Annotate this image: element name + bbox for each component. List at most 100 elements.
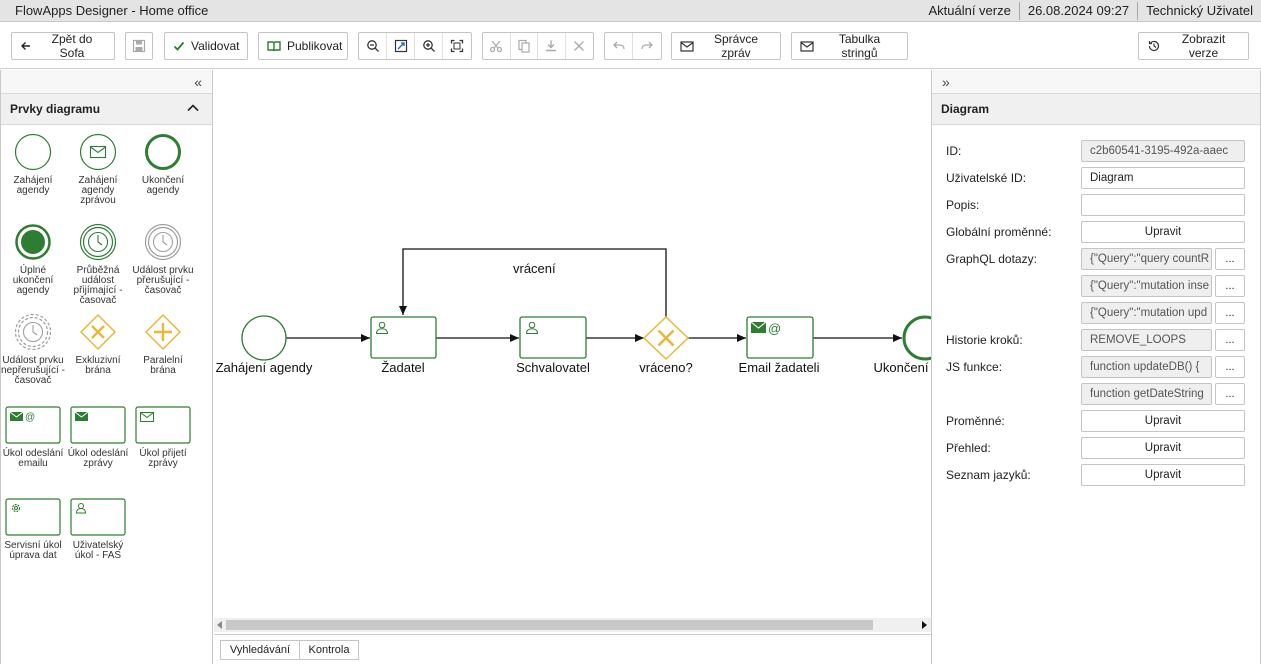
- expand-right-icon[interactable]: »: [942, 74, 950, 90]
- palette-label: Uživatelský úkol - FAS: [72, 540, 124, 561]
- zoom-in-button[interactable]: [415, 33, 443, 59]
- graphql-2-more-button[interactable]: ...: [1215, 275, 1245, 297]
- save-icon: [132, 39, 146, 53]
- arrow-left-icon: [21, 42, 30, 50]
- task-zadatel[interactable]: [370, 316, 437, 359]
- back-to-sofa-button[interactable]: Zpět do Sofa: [11, 32, 115, 60]
- palette-email-send-task[interactable]: @ Úkol odeslání emailu: [1, 406, 65, 469]
- user-icon: [525, 321, 539, 334]
- history-more-button[interactable]: ...: [1215, 329, 1245, 351]
- scroll-right-icon[interactable]: [920, 621, 928, 629]
- palette-label: Zahájení agendy: [13, 175, 53, 196]
- overview-edit-button[interactable]: Upravit: [1081, 437, 1245, 459]
- task-schvalovatel[interactable]: [519, 316, 587, 359]
- palette-start-event[interactable]: Zahájení agendy: [1, 133, 65, 196]
- palette-parallel-gateway[interactable]: Paralelní brána: [131, 313, 195, 376]
- palette-terminate-end-event[interactable]: Úplné ukončení agendy: [1, 223, 65, 296]
- history-label: Historie kroků:: [946, 333, 1023, 347]
- copy-button[interactable]: [511, 33, 538, 59]
- delete-button[interactable]: [566, 33, 593, 59]
- palette-message-start-event[interactable]: Zahájení agendy zprávou: [66, 133, 130, 206]
- fit-screen-icon: [450, 39, 464, 53]
- global-vars-edit-button[interactable]: Upravit: [1081, 221, 1245, 243]
- palette-timer-non-interrupting[interactable]: Událost prvku nepřerušující - časovač: [1, 313, 65, 386]
- history-icon: [1148, 40, 1160, 52]
- js-1-more-button[interactable]: ...: [1215, 356, 1245, 378]
- palette-label: Ukončení agendy: [141, 175, 185, 196]
- languages-edit-button[interactable]: Upravit: [1081, 464, 1245, 486]
- diagram-elements-panel: « Prvky diagramu Zahájení agendy Zahájen…: [0, 70, 213, 664]
- js-2-more-button[interactable]: ...: [1215, 383, 1245, 405]
- diagram-canvas[interactable]: vrácení Zahájení agendy Žadatel Schvalov…: [214, 70, 931, 636]
- palette-exclusive-gateway[interactable]: Exkluzivní brána: [66, 313, 130, 376]
- palette-label: Událost prvku nepřerušující - časovač: [1, 355, 65, 386]
- right-panel-header: Diagram: [932, 94, 1260, 125]
- save-button[interactable]: [125, 32, 153, 60]
- show-versions-button[interactable]: Zobrazit verze: [1138, 32, 1249, 60]
- zoom-fit-button[interactable]: [387, 33, 415, 59]
- scroll-left-icon[interactable]: [216, 621, 224, 629]
- end-event-icon: [145, 134, 181, 170]
- redo-icon: [641, 41, 653, 50]
- history-group: [604, 32, 662, 60]
- flow-return-loop[interactable]: [399, 248, 667, 317]
- paste-button[interactable]: [538, 33, 566, 59]
- start-event[interactable]: [241, 315, 287, 361]
- js-functions-label: JS funkce:: [946, 360, 1003, 374]
- graphql-field-3: {"Query":"mutation upd: [1081, 302, 1212, 324]
- zoom-out-button[interactable]: [359, 33, 387, 59]
- chevron-up-icon[interactable]: [186, 101, 200, 115]
- publish-label: Publikovat: [287, 39, 343, 53]
- properties-panel: » Diagram ID: c2b60541-3195-492a-aaec Už…: [931, 70, 1261, 664]
- palette-end-event[interactable]: Ukončení agendy: [131, 133, 195, 196]
- palette-user-task[interactable]: Uživatelský úkol - FAS: [66, 498, 130, 561]
- variables-edit-button[interactable]: Upravit: [1081, 410, 1245, 432]
- description-field[interactable]: [1081, 194, 1245, 216]
- book-icon: [267, 41, 281, 52]
- js-field-1: function updateDB() {: [1081, 356, 1212, 378]
- palette-service-task[interactable]: Servisní úkol úprava dat: [1, 498, 65, 561]
- undo-button[interactable]: [605, 33, 633, 59]
- message-manager-button[interactable]: Správce zpráv: [671, 32, 781, 60]
- graphql-3-more-button[interactable]: ...: [1215, 302, 1245, 324]
- user-id-label: Uživatelské ID:: [946, 171, 1027, 185]
- end-event[interactable]: [902, 315, 931, 361]
- string-table-button[interactable]: Tabulka stringů: [791, 32, 908, 60]
- graphql-1-more-button[interactable]: ...: [1215, 248, 1245, 270]
- palette-message-receive-task[interactable]: Úkol přijetí zprávy: [131, 406, 195, 469]
- palette-timer-intermediate[interactable]: Průběžná událost přijímající - časovač: [66, 223, 130, 306]
- palette-timer-interrupting[interactable]: Událost prvku přerušující - časovač: [131, 223, 195, 296]
- bottom-tabs: Vyhledávání Kontrola: [214, 634, 931, 664]
- title-bar: FlowApps Designer - Home office Aktuální…: [0, 0, 1261, 22]
- show-versions-label: Zobrazit verze: [1181, 32, 1226, 60]
- horizontal-scrollbar[interactable]: [214, 618, 931, 632]
- timer-icon: [14, 313, 52, 351]
- datetime-label: 26.08.2024 09:27: [1018, 1, 1137, 20]
- user-id-field[interactable]: Diagram: [1081, 167, 1245, 189]
- tab-search[interactable]: Vyhledávání: [220, 640, 300, 660]
- scrollbar-thumb[interactable]: [226, 620, 873, 630]
- parallel-gateway-icon: [144, 313, 182, 351]
- redo-button[interactable]: [633, 33, 661, 59]
- zoom-fit-icon: [394, 39, 407, 53]
- fit-screen-button[interactable]: [443, 33, 471, 59]
- tab-check[interactable]: Kontrola: [299, 640, 359, 660]
- svg-text:@: @: [768, 321, 781, 336]
- collapse-left-icon[interactable]: «: [194, 74, 202, 90]
- timer-icon: [79, 223, 117, 261]
- start-event-label: Zahájení agendy: [216, 360, 313, 375]
- svg-text:@: @: [25, 412, 35, 423]
- cut-button[interactable]: [483, 33, 511, 59]
- publish-button[interactable]: Publikovat: [258, 32, 348, 60]
- validate-label: Validovat: [191, 39, 240, 53]
- envelope-icon: [680, 40, 694, 52]
- send-task-icon: [70, 406, 126, 444]
- message-start-icon: [79, 133, 117, 171]
- palette-message-send-task[interactable]: Úkol odeslání zprávy: [66, 406, 130, 469]
- string-table-label: Tabulka stringů: [838, 32, 881, 60]
- start-event-icon: [14, 133, 52, 171]
- palette-label: Úkol přijetí zprávy: [139, 448, 187, 469]
- palette-label: Událost prvku přerušující - časovač: [132, 265, 194, 296]
- validate-button[interactable]: Validovat: [164, 32, 248, 60]
- current-version-label: Aktuální verze: [928, 2, 1011, 18]
